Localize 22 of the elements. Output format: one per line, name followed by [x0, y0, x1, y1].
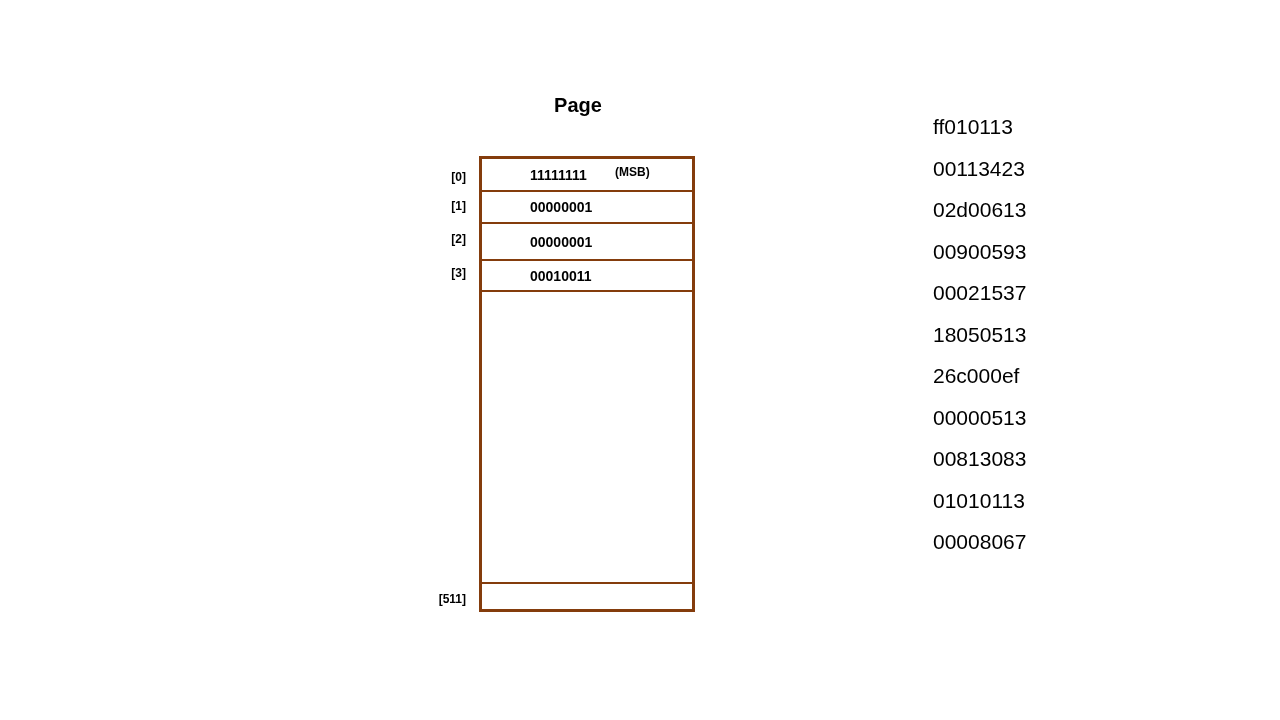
hex-word: 02d00613: [933, 198, 1027, 222]
index-label: [2]: [451, 231, 466, 246]
hex-word: ff010113: [933, 115, 1013, 139]
byte-value: 00000001: [530, 199, 593, 215]
byte-value: 00010011: [530, 267, 592, 284]
byte-value: 11111111: [530, 166, 587, 183]
index-label: [0]: [451, 169, 466, 184]
hex-word: 26c000ef: [933, 364, 1020, 388]
hex-word: 01010113: [933, 488, 1025, 513]
hex-word: 00021537: [933, 281, 1027, 305]
index-label: [511]: [438, 591, 466, 606]
hex-word: 18050513: [933, 322, 1027, 347]
hex-word: 00813083: [933, 447, 1027, 471]
byte-value: 00000001: [530, 233, 593, 250]
hex-word: 00000513: [933, 405, 1027, 430]
msb-note: (MSB): [615, 164, 650, 179]
hex-word: 00008067: [933, 530, 1027, 554]
hex-word: 00900593: [933, 239, 1027, 264]
hex-word: 00113423: [933, 156, 1025, 181]
page-heading: Page: [553, 93, 603, 117]
index-label: [1]: [451, 199, 466, 213]
index-label: [3]: [451, 265, 466, 280]
